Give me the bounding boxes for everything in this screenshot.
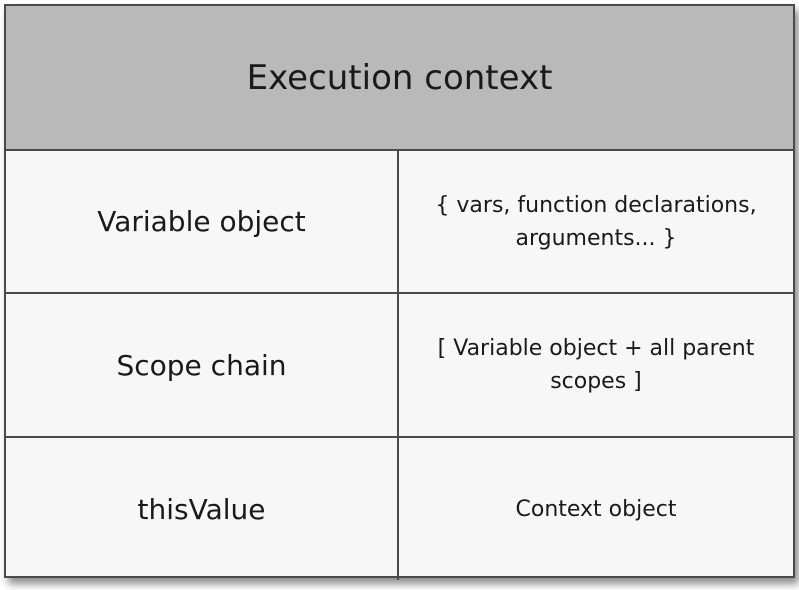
value-line: { vars, function declarations, [435,192,757,218]
row-label-this-value: thisValue [6,438,399,580]
row-value-variable-object: { vars, function declarations, arguments… [399,151,793,292]
value-line: arguments... } [515,225,677,251]
table-row: thisValue Context object [6,438,793,580]
diagram-title: Execution context [6,6,793,151]
row-label-scope-chain: Scope chain [6,294,399,436]
execution-context-diagram: Execution context Variable object { vars… [4,4,795,580]
value-line: [ Variable object + all parent [437,336,755,361]
table-row: Scope chain [ Variable object + all pare… [6,294,793,438]
row-value-this-value: Context object [515,496,677,522]
row-label-variable-object: Variable object [6,151,399,292]
row-value-scope-chain: [ Variable object + all parent scopes ] [399,294,793,436]
value-line: scopes ] [550,369,642,394]
table-row: Variable object { vars, function declara… [6,151,793,294]
